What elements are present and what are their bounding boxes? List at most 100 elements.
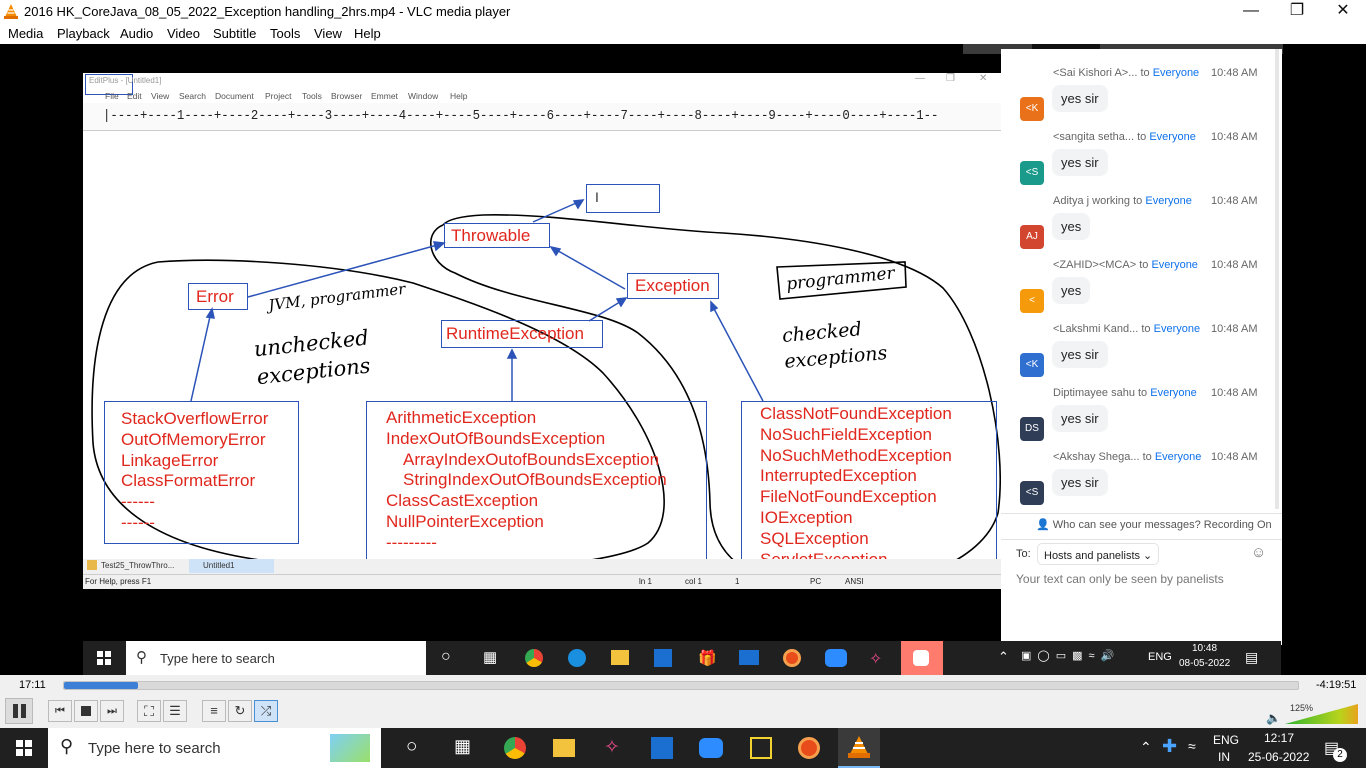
store-icon[interactable] — [651, 737, 673, 759]
zoom-chat-panel: <K <Sai Kishori A>... to Everyone 10:48 … — [1001, 49, 1282, 645]
ep-menu-file[interactable]: File — [105, 91, 119, 101]
runtime-item: NullPointerException — [386, 511, 544, 531]
snipping-icon: ✧ — [869, 651, 883, 668]
sticky-notes-icon[interactable] — [750, 737, 772, 759]
ep-menu-emmet[interactable]: Emmet — [371, 91, 398, 101]
taskbar-search-box[interactable]: ⚲ Type here to search — [48, 728, 381, 768]
menu-view[interactable]: View — [314, 26, 342, 41]
playlist-button[interactable]: ≡ — [202, 700, 226, 722]
editplus-window: EditPlus - [Untitled1] — ❐ ✕ File Edit V… — [83, 73, 1001, 589]
previous-button[interactable]: ⏮ — [48, 700, 72, 722]
seek-bar[interactable] — [63, 681, 1299, 690]
ep-close-icon[interactable]: ✕ — [979, 73, 988, 84]
editplus-tabs: Test25_ThrowThro... Untitled1 — [83, 559, 1001, 574]
task-view-icon[interactable]: ▦ — [454, 736, 472, 756]
recorded-search-box: ⚲ Type here to search — [126, 641, 426, 675]
tray-chevron-icon[interactable]: ⌃ — [1140, 739, 1152, 755]
ruler-scale: |----+----1----+----2----+----3----+----… — [103, 108, 939, 124]
zoom-icon[interactable] — [699, 738, 723, 758]
ep-menu-document[interactable]: Document — [215, 91, 254, 101]
volume-slider[interactable] — [1283, 703, 1359, 725]
ep-menu-edit[interactable]: Edit — [127, 91, 142, 101]
ep-menu-browser[interactable]: Browser — [331, 91, 363, 101]
chrome-icon[interactable] — [504, 737, 526, 759]
chat-sender: <Lakshmi Kand... to Everyone — [1053, 323, 1201, 335]
menu-subtitle[interactable]: Subtitle — [213, 26, 257, 41]
runtime-item: ArrayIndexOutofBoundsException — [403, 449, 660, 469]
checked-item: ClassNotFoundException — [760, 404, 952, 423]
editplus-menu: File Edit View Search Document Project T… — [83, 89, 1001, 103]
chat-scrollbar[interactable] — [1275, 49, 1279, 509]
next-button[interactable]: ⏭ — [100, 700, 124, 722]
windows-taskbar: ⚲ Type here to search ○ ▦ ✧ ⌃ ✚ ≈ ENG IN… — [0, 728, 1366, 768]
edge-icon — [568, 649, 586, 667]
menu-help[interactable]: Help — [354, 26, 381, 41]
chat-time: 10:48 AM — [1211, 67, 1258, 79]
loop-button[interactable]: ↻ — [228, 700, 252, 722]
avatar: <K — [1020, 97, 1044, 121]
tray-lang1[interactable]: ENG — [1213, 733, 1240, 747]
chat-sender: <sangita setha... to Everyone — [1053, 131, 1196, 143]
extended-settings-button[interactable]: ☰ — [163, 700, 187, 722]
ep-menu-tools[interactable]: Tools — [302, 91, 322, 101]
diagram-throwable-box: Throwable — [444, 223, 550, 248]
menu-playback[interactable]: Playback — [57, 26, 110, 41]
divider — [1001, 513, 1282, 514]
ep-menu-search[interactable]: Search — [179, 91, 206, 101]
cortana-icon[interactable]: ○ — [406, 736, 418, 757]
explorer-icon[interactable] — [553, 739, 575, 757]
recorded-taskbar: ⚲ Type here to search ○ ▦ 🎁 ✧ — [83, 641, 943, 675]
chat-time: 10:48 AM — [1211, 195, 1258, 207]
ep-minimize-icon[interactable]: — — [915, 73, 925, 84]
start-button[interactable] — [16, 740, 32, 756]
pause-button[interactable] — [5, 698, 33, 724]
editplus-title: EditPlus - [Untitled1] — [89, 76, 162, 85]
error-item: ------ — [121, 512, 155, 532]
recipient-select[interactable]: Hosts and panelists ⌄ — [1037, 543, 1160, 565]
tray-time[interactable]: 12:17 — [1264, 731, 1295, 745]
status-mode: PC — [810, 577, 822, 586]
ep-menu-view[interactable]: View — [151, 91, 170, 101]
vlc-title-bar: 2016 HK_CoreJava_08_05_2022_Exception ha… — [0, 0, 1366, 23]
wifi-icon[interactable]: ≈ — [1188, 738, 1196, 754]
emoji-icon[interactable]: ☺ — [1251, 544, 1267, 561]
menu-tools[interactable]: Tools — [270, 26, 301, 41]
video-area[interactable]: EditPlus - [Untitled1] — ❐ ✕ File Edit V… — [0, 44, 1366, 675]
checked-item: NoSuchFieldException — [760, 424, 932, 444]
ep-menu-window[interactable]: Window — [408, 91, 439, 101]
random-button[interactable]: ⤮ — [254, 700, 278, 722]
error-item: OutOfMemoryError — [121, 429, 266, 449]
chat-bubble: yes sir — [1052, 405, 1108, 432]
menu-audio[interactable]: Audio — [120, 26, 154, 41]
editplus-ruler: |----+----1----+----2----+----3----+----… — [83, 103, 1001, 131]
menu-video[interactable]: Video — [167, 26, 201, 41]
chat-time: 10:48 AM — [1211, 323, 1258, 335]
chat-input[interactable]: Your text can only be seen by panelists — [1016, 572, 1224, 586]
elapsed-time: 17:11 — [19, 679, 46, 691]
fullscreen-button[interactable]: ⛶ — [137, 700, 161, 722]
recorder-icon[interactable] — [798, 737, 820, 759]
avatar: AJ — [1020, 225, 1044, 249]
privacy-notice[interactable]: 👤 Who can see your messages? Recording O… — [1036, 519, 1272, 531]
vlc-taskbar-button[interactable] — [838, 728, 880, 768]
tray-plus-icon[interactable]: ✚ — [1162, 736, 1178, 756]
chat-message: <K <Lakshmi Kand... to Everyone 10:48 AM… — [1001, 323, 1282, 387]
tab-test25[interactable]: Test25_ThrowThro... — [101, 561, 175, 570]
diagram-empty-box: I — [586, 184, 660, 213]
explorer-icon — [611, 650, 629, 665]
status-col: col 1 — [685, 577, 702, 586]
close-button[interactable]: ✕ — [1336, 2, 1350, 19]
tab-untitled1[interactable]: Untitled1 — [189, 559, 274, 573]
snipping-icon[interactable]: ✧ — [604, 737, 620, 758]
maximize-button[interactable]: ❐ — [1289, 2, 1305, 19]
to-label: To: — [1016, 548, 1031, 560]
ep-menu-help[interactable]: Help — [450, 91, 468, 101]
ep-maximize-icon[interactable]: ❐ — [946, 73, 955, 84]
ep-menu-project[interactable]: Project — [265, 91, 292, 101]
menu-media[interactable]: Media — [8, 26, 44, 41]
chat-bubble: yes sir — [1052, 469, 1108, 496]
user-icon: 👤 — [1036, 519, 1050, 531]
minimize-button[interactable]: — — [1243, 2, 1259, 19]
stop-button[interactable] — [74, 700, 98, 722]
speaker-icon[interactable]: 🔈 — [1266, 711, 1281, 725]
